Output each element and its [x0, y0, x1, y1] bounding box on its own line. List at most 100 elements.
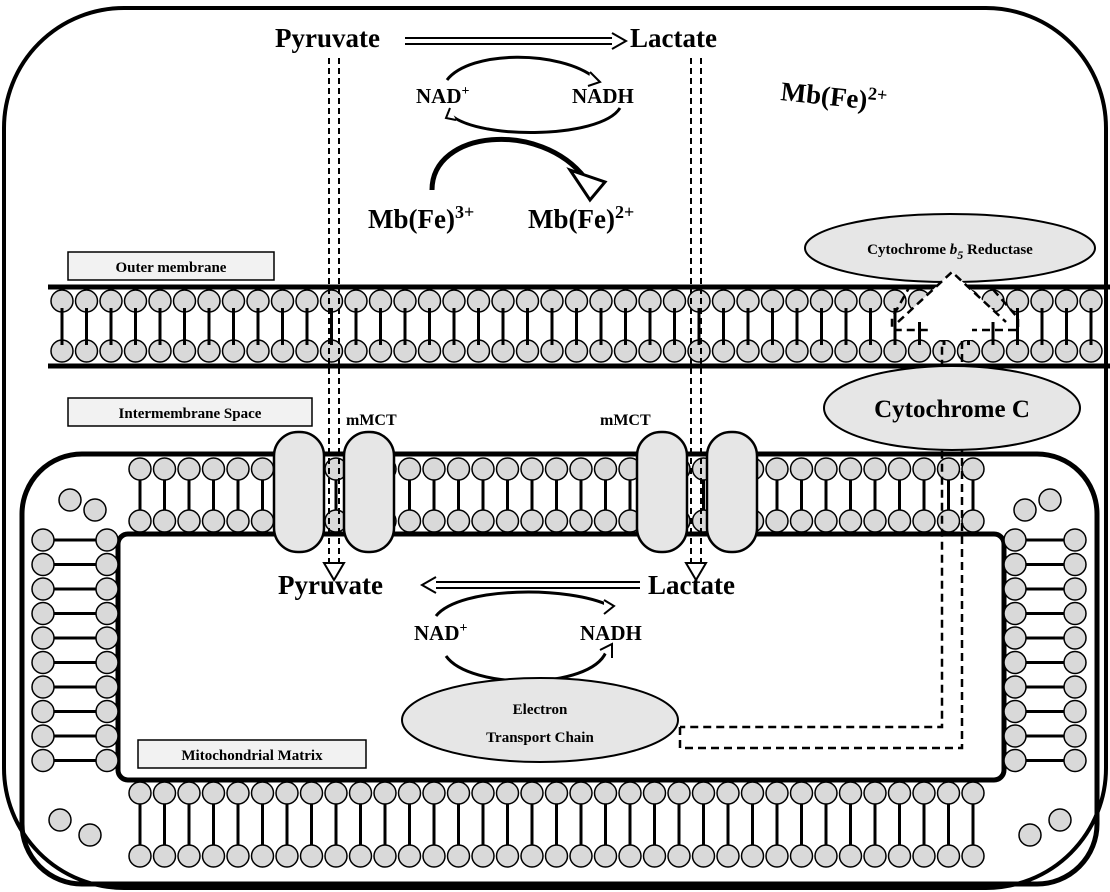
lipid-head: [840, 782, 862, 804]
lipid-head: [791, 510, 813, 532]
lipid-head: [791, 782, 813, 804]
lipid-head: [276, 845, 298, 867]
lipid-head: [129, 845, 151, 867]
lipid-head: [766, 458, 788, 480]
lipid-head: [889, 458, 911, 480]
lipid-head: [497, 510, 519, 532]
lipid-head: [32, 578, 54, 600]
lipid-head: [864, 458, 886, 480]
lipid-head: [570, 458, 592, 480]
lipid-head: [962, 782, 984, 804]
myoglobin-reduction-arrow: [432, 139, 605, 200]
lipid-head: [399, 782, 421, 804]
lipid-head: [252, 845, 274, 867]
lipid-head: [693, 782, 715, 804]
lipid-head: [178, 458, 200, 480]
lipid-head: [423, 510, 445, 532]
lipid-head: [399, 845, 421, 867]
lipid-head: [227, 510, 249, 532]
lipid-head: [668, 782, 690, 804]
lipid-head: [717, 782, 739, 804]
lipid-head: [791, 845, 813, 867]
svg-text:Cytochrome C: Cytochrome C: [874, 396, 1030, 423]
lipid-head: [472, 782, 494, 804]
lipid-head: [472, 458, 494, 480]
lipid-head: [840, 458, 862, 480]
lipid-head: [1064, 701, 1086, 723]
lipid-head: [203, 782, 225, 804]
cytochrome-c: Cytochrome C: [824, 366, 1080, 450]
lipid-head: [301, 782, 323, 804]
matrix-label-box: Mitochondrial Matrix: [138, 740, 366, 768]
lipid-head: [227, 458, 249, 480]
lipid-head: [96, 652, 118, 674]
cytosol-pyruvate-label: Pyruvate: [275, 23, 380, 53]
lipid-head: [1064, 554, 1086, 576]
lipid-head: [1064, 529, 1086, 551]
lipid-head: [96, 603, 118, 625]
matrix-nadh-label: NADH: [580, 621, 642, 645]
lipid-head: [913, 782, 935, 804]
lipid-head: [448, 845, 470, 867]
lipid-head: [1004, 652, 1026, 674]
lipid-head: [32, 554, 54, 576]
lipid-head: [96, 578, 118, 600]
lipid-head: [79, 824, 101, 846]
lipid-head: [472, 510, 494, 532]
lipid-head: [1064, 603, 1086, 625]
cytosol-reaction-arrow: [405, 33, 626, 49]
lipid-head: [1064, 750, 1086, 772]
lipid-head: [1004, 627, 1026, 649]
lipid-head: [301, 845, 323, 867]
matrix-pyruvate-label: Pyruvate: [278, 570, 383, 600]
lipid-head: [595, 845, 617, 867]
mb-fe2-free-label: Mb(Fe)2+: [779, 74, 888, 117]
lipid-head: [595, 458, 617, 480]
mb-fe3-label: Mb(Fe)3+: [368, 202, 474, 234]
lipid-head: [840, 510, 862, 532]
lipid-head: [644, 782, 666, 804]
lipid-head: [815, 845, 837, 867]
lipid-head: [32, 603, 54, 625]
lipid-head: [448, 782, 470, 804]
lipid-head: [350, 782, 372, 804]
lipid-head: [791, 458, 813, 480]
lipid-head: [570, 510, 592, 532]
lipid-head: [154, 510, 176, 532]
lipid-head: [644, 845, 666, 867]
lipid-head: [1039, 489, 1061, 511]
lipid-head: [96, 725, 118, 747]
lipid-head: [521, 510, 543, 532]
lipid-head: [717, 845, 739, 867]
matrix-nad-label: NAD+: [414, 621, 468, 645]
lipid-head: [1049, 809, 1071, 831]
lipid-head: [913, 510, 935, 532]
lipid-head: [595, 782, 617, 804]
cytochrome-b5-reductase: Cytochrome b5 Reductase: [805, 214, 1095, 282]
lipid-head: [96, 750, 118, 772]
lipid-head: [129, 458, 151, 480]
lipid-head: [32, 529, 54, 551]
lipid-head: [252, 782, 274, 804]
lipid-head: [938, 782, 960, 804]
lipid-head: [497, 782, 519, 804]
svg-text:Mitochondrial Matrix: Mitochondrial Matrix: [181, 748, 323, 764]
lipid-head: [178, 845, 200, 867]
lipid-head: [154, 845, 176, 867]
lipid-head: [423, 782, 445, 804]
mb-fe2-label: Mb(Fe)2+: [528, 202, 634, 234]
lipid-head: [32, 750, 54, 772]
svg-text:Electron: Electron: [513, 702, 568, 718]
cytosol-nadh-label: NADH: [572, 84, 634, 108]
lipid-head: [448, 510, 470, 532]
intermembrane-label-box: Intermembrane Space: [68, 398, 312, 426]
svg-text:Intermembrane Space: Intermembrane Space: [119, 406, 262, 422]
lipid-head: [668, 845, 690, 867]
lipid-head: [1004, 554, 1026, 576]
lipid-head: [49, 809, 71, 831]
lipid-head: [938, 845, 960, 867]
lipid-head: [1064, 652, 1086, 674]
lipid-head: [889, 782, 911, 804]
cytosol-nad-label: NAD+: [416, 84, 470, 108]
